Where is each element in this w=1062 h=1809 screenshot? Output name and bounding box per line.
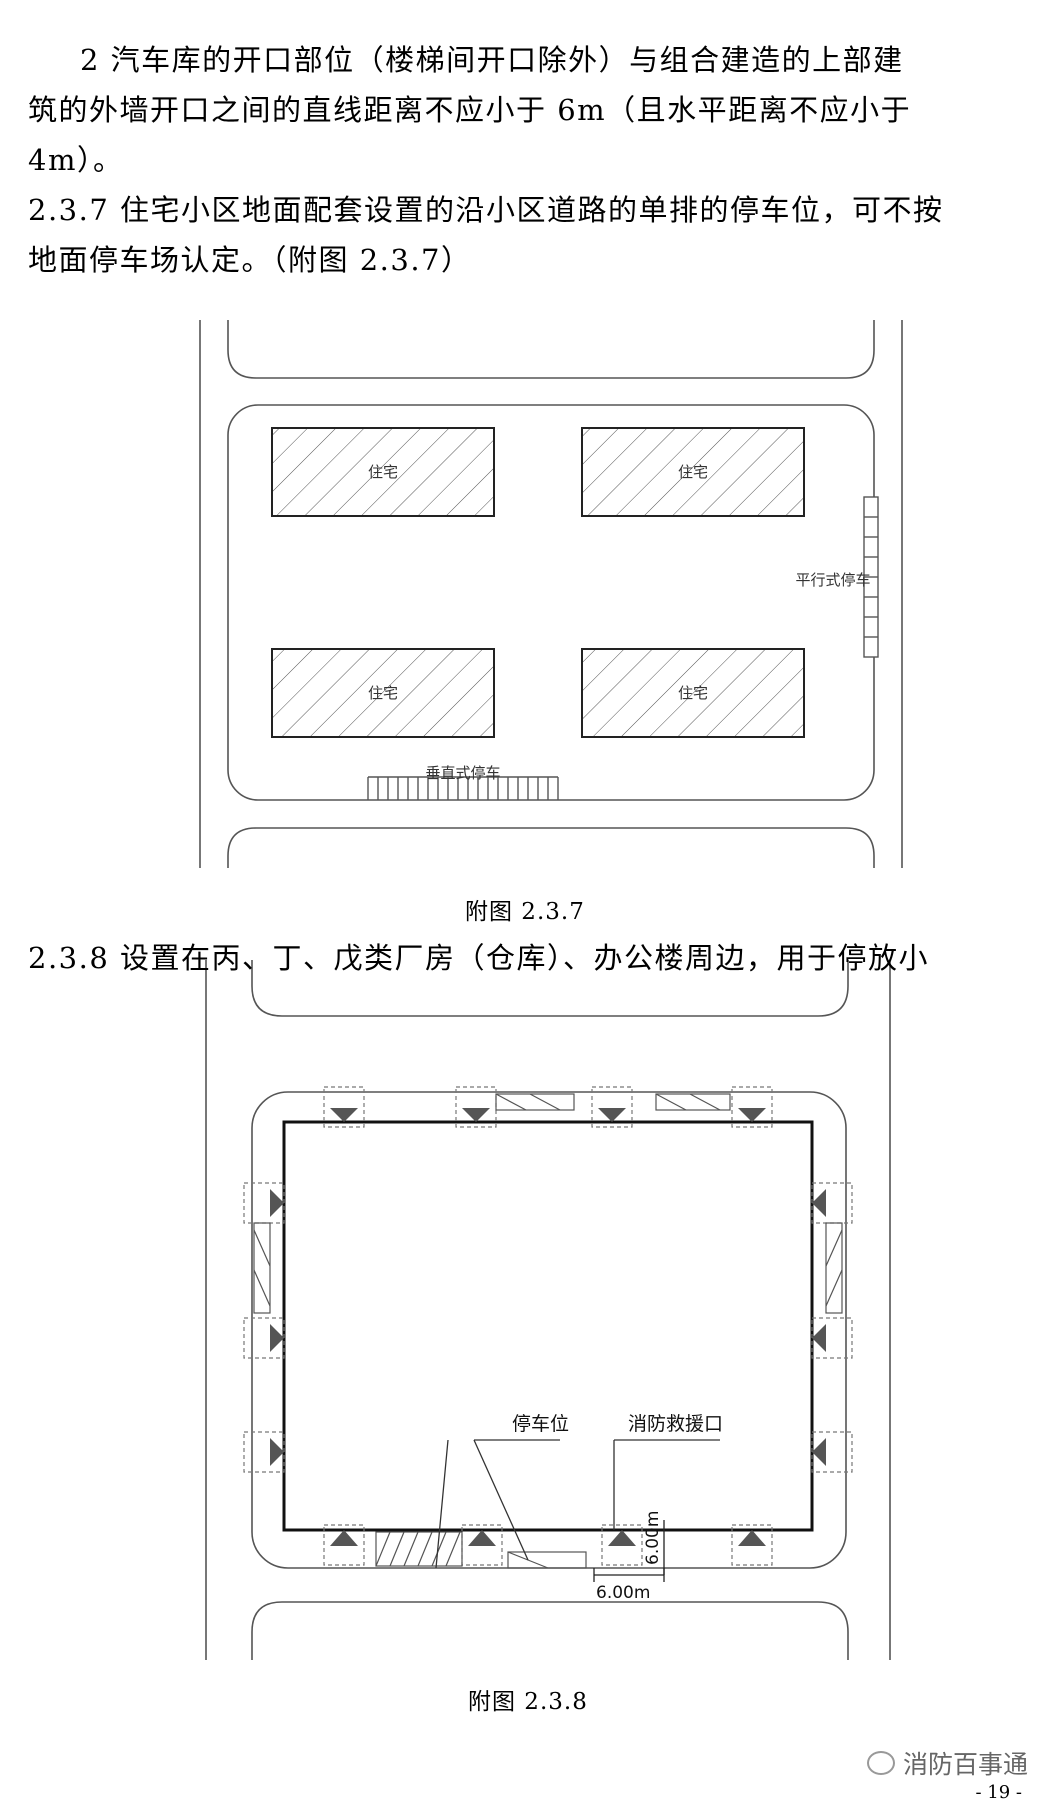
parallel-parking [863, 496, 879, 658]
rescue-triangles [270, 1108, 826, 1546]
paragraph-line: 筑的外墙开口之间的直线距离不应小于 6m（且水平距离不应小于 [28, 93, 912, 127]
parking-label: 停车位 [512, 1413, 569, 1435]
paragraph-line: 2.3.7 住宅小区地面配套设置的沿小区道路的单排的停车位，可不按 [28, 193, 944, 227]
dimension-lines [593, 1520, 665, 1582]
wechat-icon [866, 1751, 895, 1775]
building [271, 648, 495, 738]
rescue-openings [243, 1086, 853, 1566]
building-label: 住宅 [368, 684, 398, 702]
building-label: 住宅 [678, 684, 708, 702]
paragraph-line: 2 汽车库的开口部位（楼梯间开口除外）与组合建造的上部建 [28, 46, 1036, 75]
building [581, 648, 805, 738]
figure-caption: 附图 2.3.7 [465, 899, 585, 925]
page-number: - 19 - [975, 1782, 1022, 1803]
dim-vertical: 6.00m [643, 1511, 663, 1565]
parking-spots [253, 1093, 843, 1569]
rescue-label: 消防救援口 [628, 1413, 723, 1435]
vertical-parking-label: 垂直式停车 [425, 764, 500, 782]
watermark-text: 消防百事通 [902, 1750, 1028, 1779]
parallel-parking-label: 平行式停车 [795, 571, 870, 589]
paragraph-line: 4m）。 [28, 143, 124, 177]
text-line: 2 汽车库的开口部位（楼梯间开口除外）与组合建造的上部建 [80, 43, 904, 77]
building-label: 住宅 [678, 463, 708, 481]
office-building [282, 1120, 814, 1532]
figure-caption: 附图 2.3.8 [468, 1689, 588, 1715]
dim-horizontal: 6.00m [596, 1583, 650, 1603]
watermark: 消防百事通 [866, 1745, 1028, 1781]
building [581, 427, 805, 517]
building-label: 住宅 [368, 463, 398, 481]
figure-2-3-8 [205, 960, 891, 1660]
building [271, 427, 495, 517]
vertical-parking [367, 776, 559, 800]
leader-lines [435, 1439, 720, 1569]
paragraph-line: 地面停车场认定。（附图 2.3.7） [28, 243, 472, 277]
paragraph-line: 2.3.8 设置在丙、丁、戊类厂房（仓库）、办公楼周边，用于停放小 [28, 941, 930, 975]
